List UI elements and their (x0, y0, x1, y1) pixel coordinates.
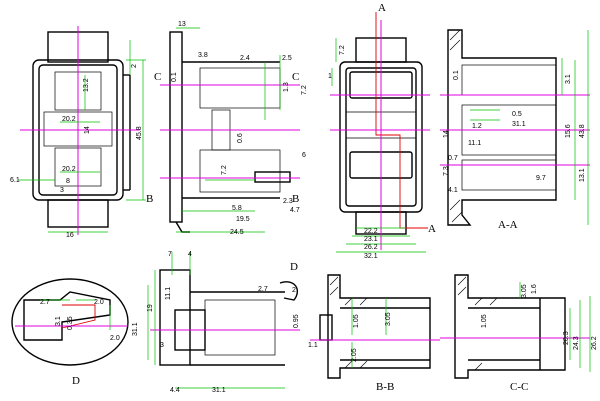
aa-dim-2: 3.1 (565, 74, 572, 84)
front-dim-3: 13.2 (83, 78, 90, 92)
front-dim-1: 6.1 (10, 177, 20, 184)
side-dim-5: 0.1 (171, 72, 178, 82)
front-dim-4: 14 (84, 126, 91, 134)
d-dim-5: 2.0 (110, 335, 120, 342)
aa-dim-13: 9.7 (536, 175, 546, 182)
cc-dim-1: 3.05 (521, 284, 528, 298)
aa-dim-5: 1.2 (472, 123, 482, 130)
plan-dim-2: 1 (328, 73, 332, 80)
aa-dim-14: 13.1 (579, 168, 586, 182)
aa-caption: A-A (498, 219, 518, 231)
plan-dim-4: 23.1 (364, 236, 378, 243)
side-dim-13: 24.5 (230, 229, 244, 236)
d-dim-2: 2.0 (94, 299, 104, 306)
side-arrow-letter-right: B (292, 193, 299, 205)
aa-dim-9: 11.1 (468, 140, 481, 147)
bottom-side-view: D 7 4 11.1 19 31.1 3 2.7 2 0.95 4.4 31.1 (132, 251, 300, 394)
cc-dim-6: 26.2 (591, 336, 598, 350)
side-view: C C B B 13 3.8 2.4 2.5 0.1 1.3 7.2 0.6 6… (146, 21, 308, 236)
d-dim-4: 3.1 (55, 316, 62, 326)
bb-dim-4: 2.05 (351, 348, 358, 362)
aa-dim-3: 0.5 (512, 111, 522, 118)
front-dim-9: 3 (60, 187, 64, 194)
bottom-dim-9: 0.95 (293, 314, 300, 328)
bottom-dim-10: 4.4 (170, 387, 180, 394)
bb-caption: B-B (376, 381, 394, 393)
side-dim-11: 7.2 (221, 165, 228, 175)
aa-dim-6: 14 (443, 130, 450, 138)
cc-dim-4: 20.3 (563, 331, 570, 345)
cc-dim-5: 24.3 (573, 336, 580, 350)
aa-dim-11: 7.3 (443, 166, 450, 176)
bottom-dim-3: 11.1 (165, 287, 172, 300)
aa-dim-4: 31.1 (512, 121, 526, 128)
d-caption: D (72, 375, 80, 387)
side-dim-6: 1.3 (283, 82, 290, 92)
bb-dim-2: 3.05 (385, 312, 392, 326)
side-section-letter-right: C (292, 71, 299, 83)
side-dim-4: 2.5 (282, 55, 292, 62)
cc-dim-2: 1.6 (531, 284, 538, 294)
bottom-detail-letter: D (290, 261, 298, 273)
plan-dim-5: 26.2 (364, 244, 378, 251)
aa-dim-12: 4.1 (448, 187, 458, 194)
side-dim-1: 13 (178, 21, 186, 28)
front-dim-7: 20.2 (62, 166, 76, 173)
plan-view: A A 7.2 1 22.2 23.1 26.2 32.1 (328, 2, 436, 260)
side-arrow-letter-left: B (146, 193, 153, 205)
section-bb: 1.05 3.05 1.1 2.05 B-B (308, 274, 440, 393)
front-dim-5: 45.8 (136, 126, 143, 140)
bottom-dim-6: 3 (160, 342, 164, 349)
side-dim-2: 3.8 (198, 52, 208, 59)
front-dim-10: 16 (66, 232, 74, 239)
section-cc: 3.05 1.6 1.05 20.3 24.3 26.2 C-C (440, 274, 598, 393)
side-dim-9: 6 (302, 152, 306, 159)
d-dim-1: 2.7 (40, 299, 50, 306)
plan-dim-3: 22.2 (364, 228, 378, 235)
side-section-letter-left: C (154, 71, 161, 83)
bb-dim-3: 1.1 (308, 342, 318, 349)
detail-d: 2.7 2.0 0.35 3.1 2.0 D (11, 278, 129, 387)
bottom-dim-1: 7 (168, 251, 172, 258)
aa-dim-8: 43.8 (579, 124, 586, 138)
bottom-dim-2: 4 (188, 251, 192, 258)
aa-dim-10: 0.7 (448, 155, 458, 162)
plan-dim-1: 7.2 (339, 45, 346, 55)
bottom-dim-7: 2.7 (258, 286, 268, 293)
section-aa: 0.1 3.1 0.5 31.1 1.2 14 15.6 43.8 11.1 0… (440, 29, 590, 231)
plan-section-letter-top: A (378, 2, 386, 14)
bottom-dim-5: 31.1 (132, 322, 139, 336)
side-dim-14: 4.7 (290, 207, 300, 214)
aa-dim-7: 15.6 (565, 124, 572, 138)
side-dim-3: 2.4 (240, 55, 250, 62)
bottom-dim-4: 19 (147, 304, 154, 312)
cc-caption: C-C (510, 381, 528, 393)
d-dim-3: 0.35 (67, 316, 74, 330)
front-dim-2: 20.2 (62, 116, 76, 123)
bb-dim-1: 1.05 (353, 314, 360, 328)
plan-section-letter-bottom: A (428, 223, 436, 235)
cc-dim-3: 1.05 (481, 314, 488, 328)
bottom-dim-8: 2 (292, 287, 296, 294)
side-dim-7: 7.2 (301, 85, 308, 95)
side-dim-12: 19.5 (236, 216, 250, 223)
plan-dim-6: 32.1 (364, 253, 378, 260)
bottom-dim-11: 31.1 (212, 387, 226, 394)
side-dim-8: 0.6 (237, 133, 244, 143)
front-view: 6.1 20.2 13.2 14 45.8 2 20.2 8 3 16 (10, 26, 146, 239)
side-dim-15: 2.3 (283, 198, 293, 205)
front-dim-8: 8 (66, 178, 70, 185)
front-dim-6: 2 (131, 64, 138, 68)
side-dim-10: 5.8 (232, 205, 242, 212)
aa-dim-1: 0.1 (453, 70, 460, 80)
